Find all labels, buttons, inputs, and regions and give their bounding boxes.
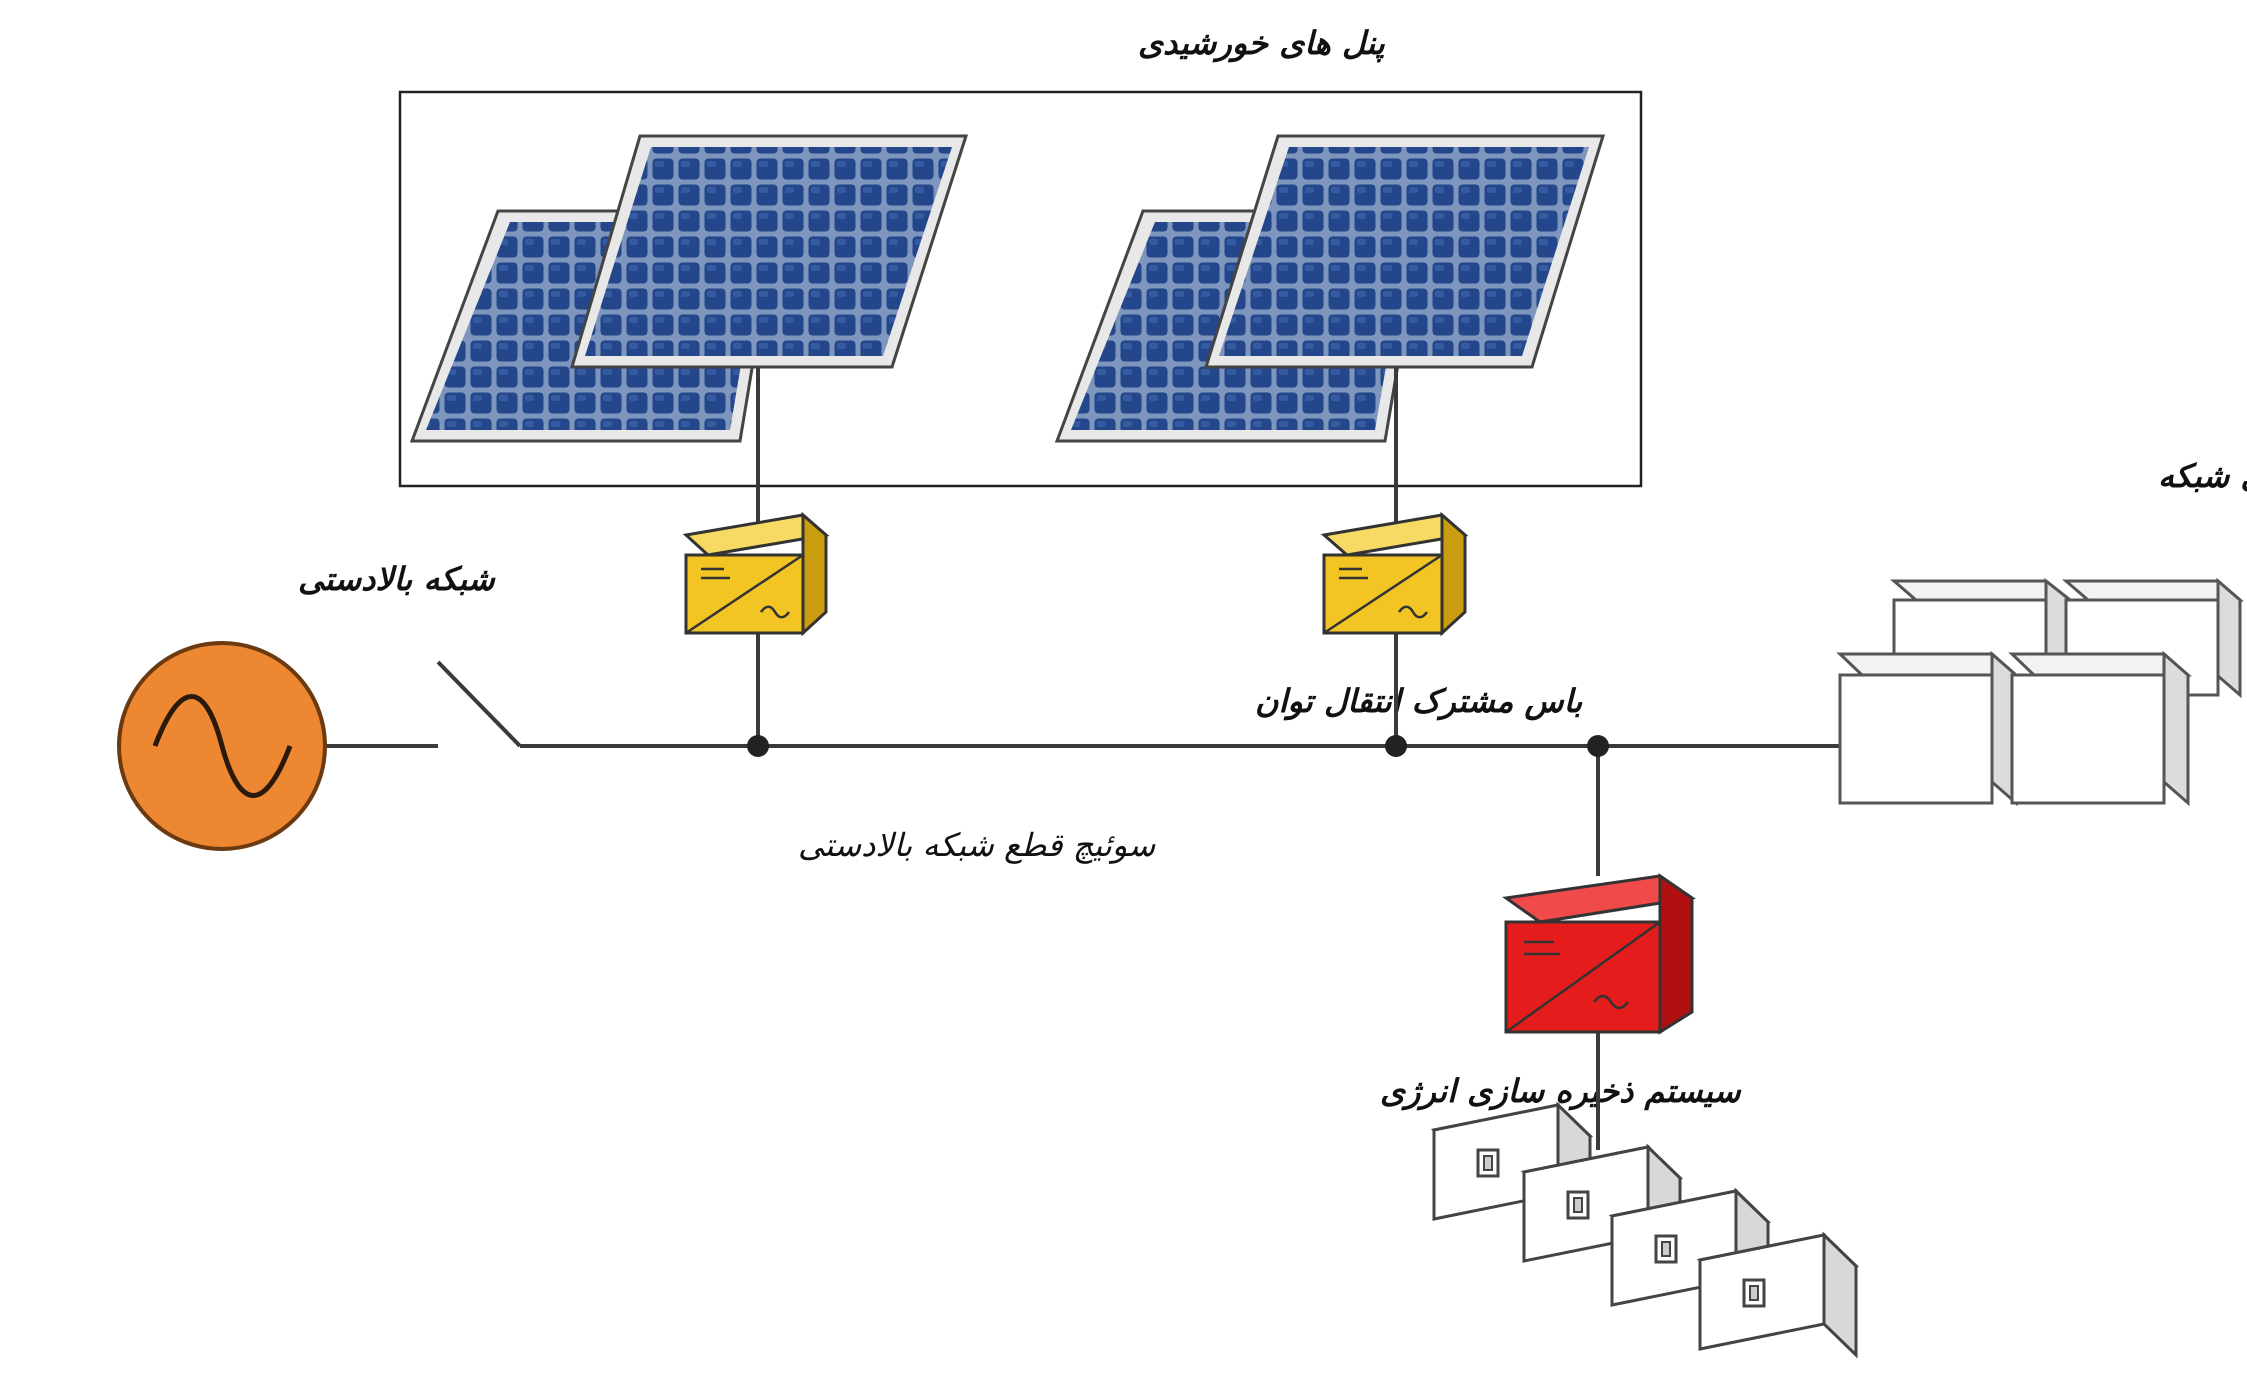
bus-junction-2 <box>1385 735 1407 757</box>
battery-bank <box>1430 1101 1860 1359</box>
upstream-grid-label: شبکه بالادستی <box>298 560 496 598</box>
grid-loads-group <box>1836 577 2245 807</box>
dc-ac-inverter-icon <box>1320 511 1469 637</box>
battery-icon <box>1696 1231 1860 1359</box>
solar-panel-group-2 <box>1054 134 1606 443</box>
dc-ac-inverter-icon <box>1502 873 1696 1035</box>
bus-junction-3 <box>1587 735 1609 757</box>
grid-loads-label: بارهای شبکه <box>2158 457 2247 496</box>
ac-source-icon <box>117 641 327 851</box>
solar-array-enclosure <box>398 90 1643 488</box>
load-box-icon <box>1836 650 2020 807</box>
energy-storage-label: سیستم ذخیره سازی انرژی <box>1380 1072 1742 1111</box>
dc-ac-inverter-icon <box>682 511 830 637</box>
solar-panel-icon <box>1203 134 1606 369</box>
solar-panel-icon <box>569 134 969 369</box>
bus-junction-1 <box>747 735 769 757</box>
open-switch-icon <box>436 660 522 748</box>
battery-icon <box>1608 1187 1772 1315</box>
solar-panel-group-1 <box>409 134 969 443</box>
load-box-icon <box>2008 650 2192 807</box>
solar-panels-title: پنل های خورشیدی <box>1138 24 1386 63</box>
common-bus-label: باس مشترک انتقال توان <box>1255 682 1583 721</box>
grid-switch-label: سوئیچ قطع شبکه بالادستی <box>798 826 1156 864</box>
